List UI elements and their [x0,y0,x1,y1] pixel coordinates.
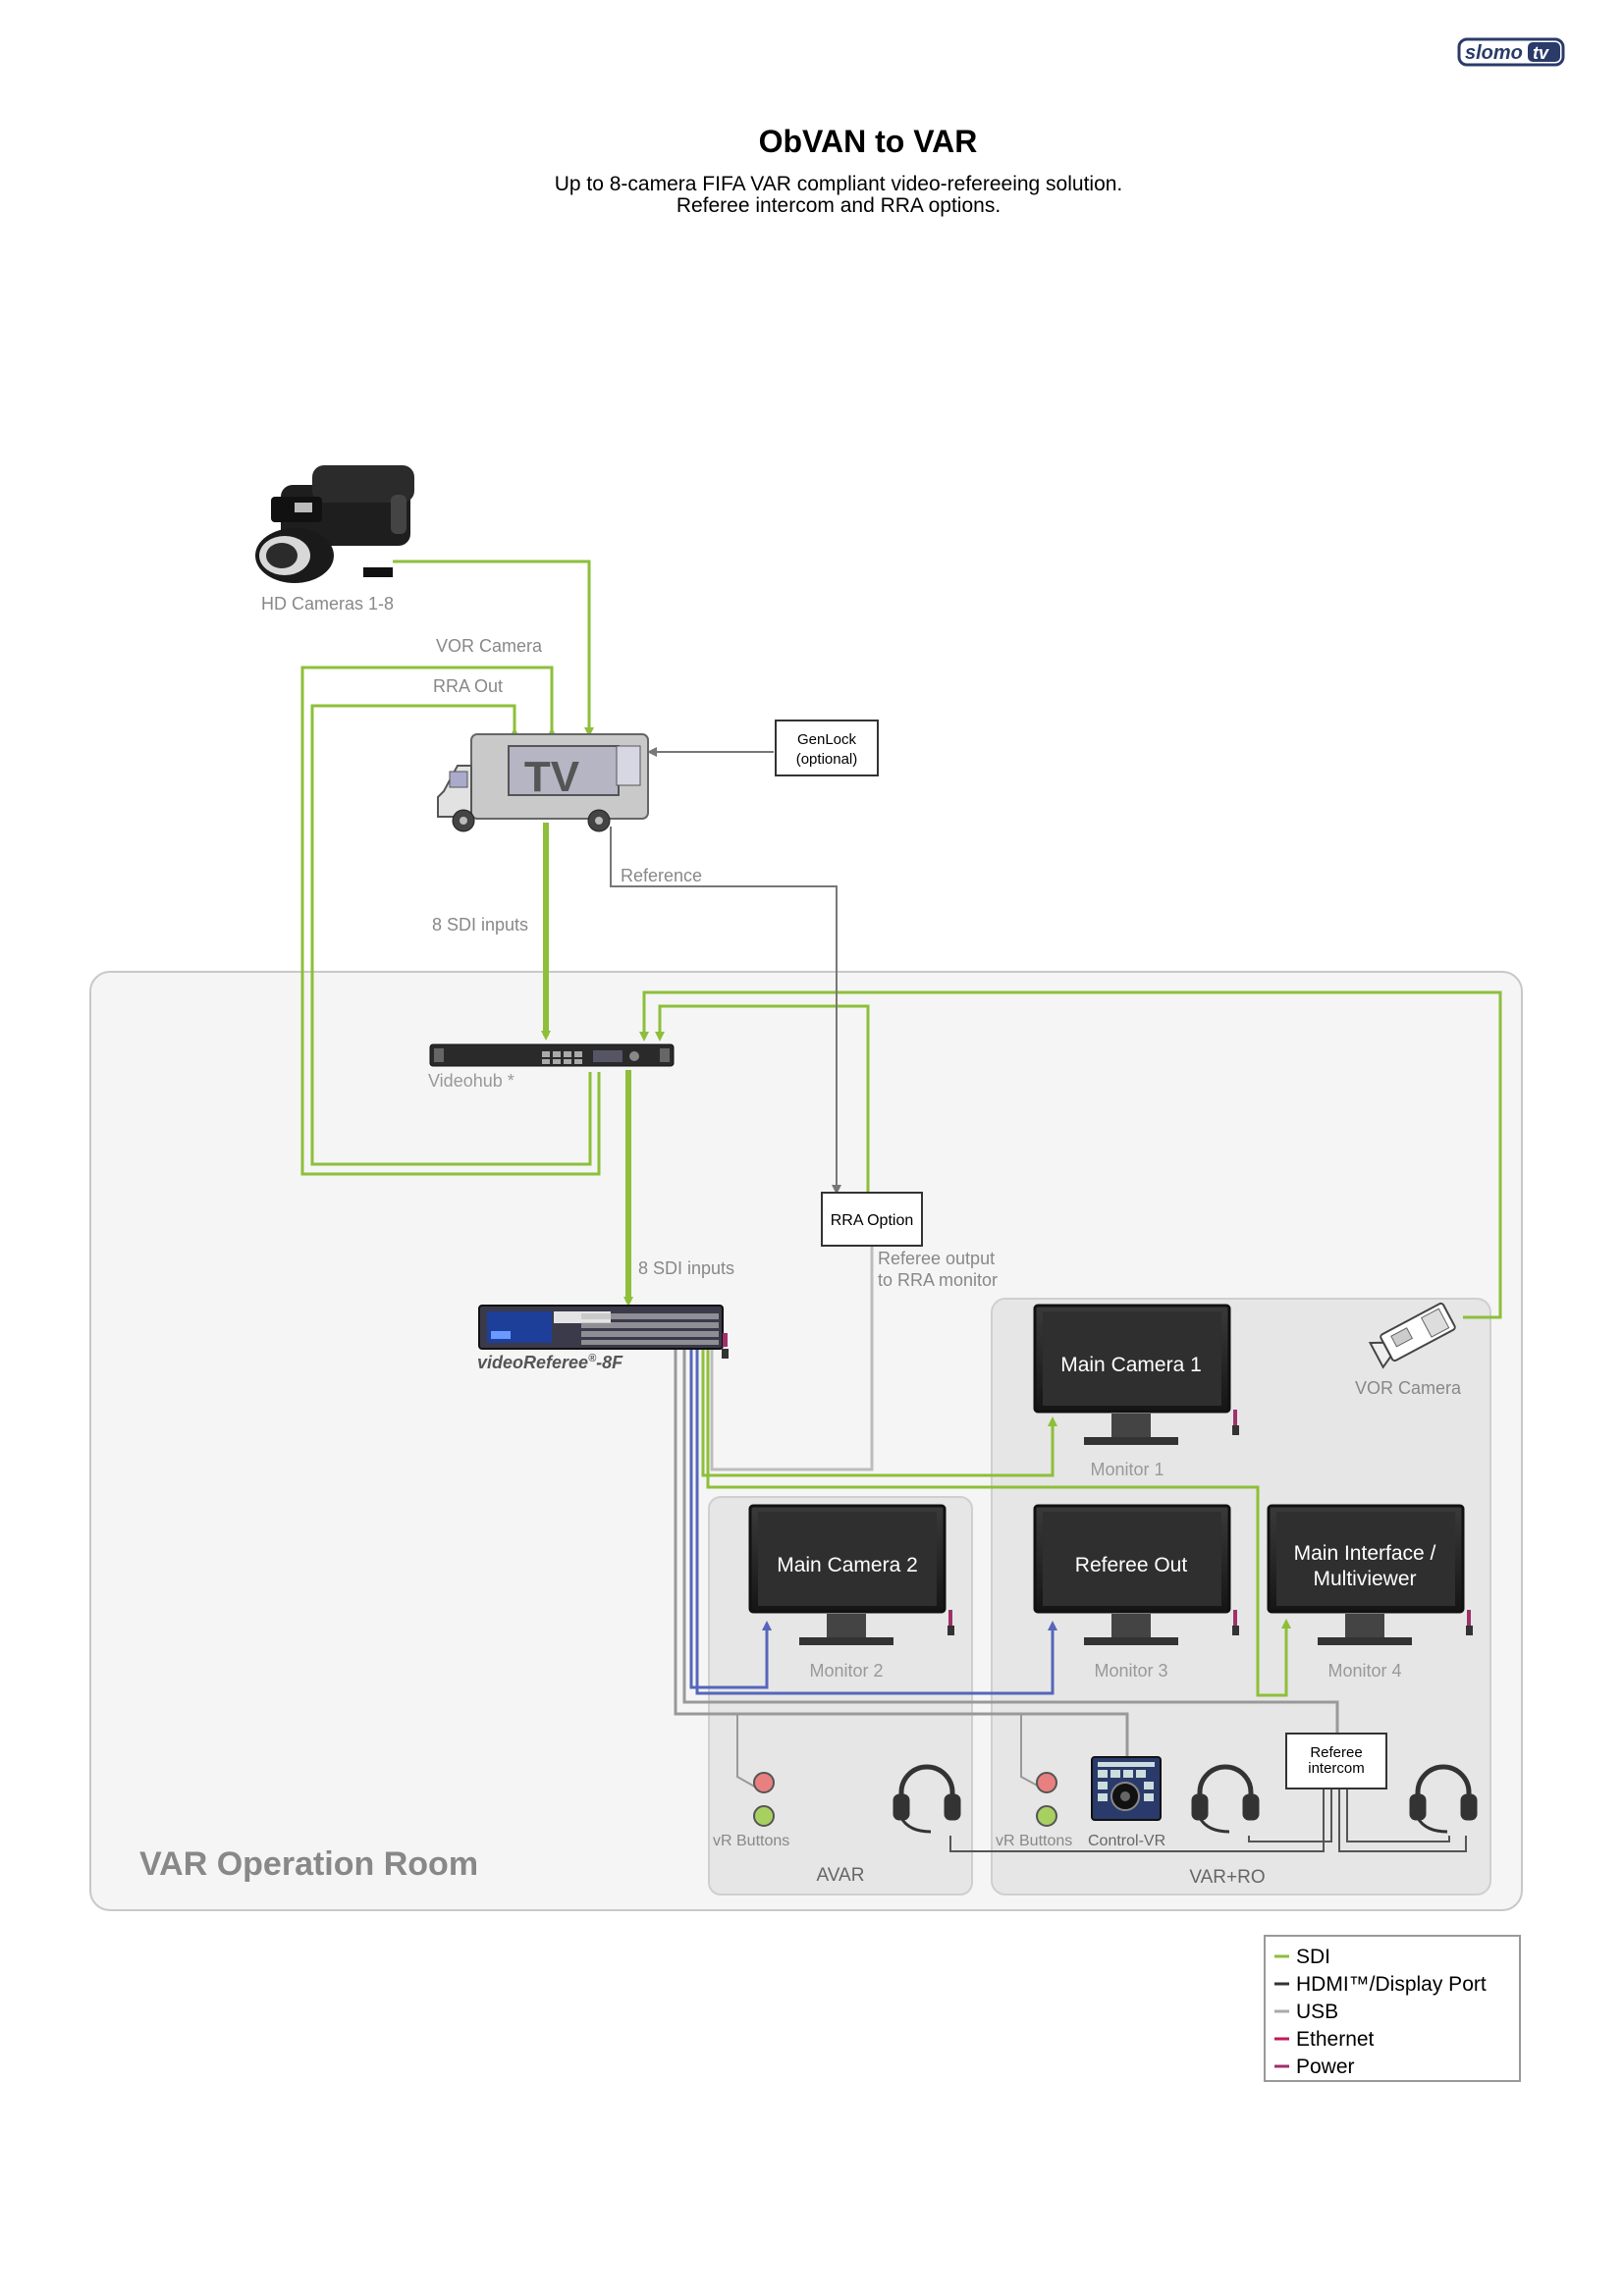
svg-text:TV: TV [524,753,580,801]
legend-item-label-2: USB [1296,2001,1338,2023]
referee-output-label-1: Referee output [878,1249,995,1268]
monitor-3-caption: Monitor 3 [1094,1661,1167,1681]
videohub-router [429,1043,675,1067]
headset-icon [893,1764,961,1834]
genlock-label: GenLock [797,731,857,748]
monitor-2: Main Camera 2 [748,1504,954,1645]
var-ro-label: VAR+RO [1189,1867,1265,1888]
monitor-4-caption: Monitor 4 [1327,1661,1401,1681]
monitor-4-screen-text-2: Multiviewer [1313,1568,1416,1590]
legend-item-label-3: Ethernet [1296,2028,1375,2051]
genlock-box: GenLock (optional) [775,720,879,776]
control-vr-label: Control-VR [1088,1833,1165,1849]
slomo-tv-logo: slomo tv [1457,37,1565,67]
vr-buttons-var [1036,1772,1057,1827]
referee-intercom-label-2: intercom [1308,1760,1365,1777]
monitor-4-screen-text-1: Main Interface / [1294,1542,1436,1565]
logo-text: slomo [1465,42,1523,64]
camera-icon [255,465,414,583]
legend-item-label-4: Power [1296,2056,1355,2078]
monitor-1-screen-text: Main Camera 1 [1060,1354,1202,1376]
monitor-2-caption: Monitor 2 [809,1661,883,1681]
reference-label: Reference [621,866,702,885]
logo-text-tv: tv [1533,43,1549,63]
referee-intercom-label-1: Referee [1310,1744,1362,1761]
video-referee-label: videoReferee®-8F [477,1353,623,1372]
monitor-3-screen-text: Referee Out [1075,1554,1188,1576]
avar-label: AVAR [817,1865,865,1886]
ob-van-truck-icon: TV [437,733,649,832]
monitor-4: Main Interface / Multiviewer [1267,1504,1473,1645]
headset-icon [1409,1764,1478,1834]
legend-item-label-1: HDMI™/Display Port [1296,1973,1487,1996]
vor-camera-label-top: VOR Camera [436,636,543,656]
sdi-inputs-label-1: 8 SDI inputs [432,915,528,934]
var-operation-room-label: VAR Operation Room [139,1845,478,1883]
sdi-inputs-label-2: 8 SDI inputs [638,1258,734,1278]
vor-camera-icon [1368,1302,1456,1369]
referee-output-label-2: to RRA monitor [878,1270,998,1290]
vr-buttons-avar [753,1772,775,1827]
rra-option-label: RRA Option [831,1212,913,1229]
control-vr-device [1091,1756,1162,1821]
monitor-2-screen-text: Main Camera 2 [777,1554,918,1576]
page-title: ObVAN to VAR [759,124,978,159]
headset-icon [1191,1764,1260,1834]
vor-camera-room-label: VOR Camera [1355,1378,1462,1398]
monitor-1-caption: Monitor 1 [1090,1460,1164,1479]
drive-bays [581,1313,719,1345]
videohub-label: Videohub * [428,1071,514,1091]
monitor-1: Main Camera 1 [1033,1304,1239,1445]
genlock-optional-label: (optional) [796,751,858,768]
page-subtitle-1: Up to 8-camera FIFA VAR compliant video-… [555,173,1123,195]
rra-option-box: RRA Option [821,1192,923,1247]
legend-item-label-0: SDI [1296,1946,1330,1968]
hd-cameras-label: HD Cameras 1-8 [261,594,394,614]
monitor-3: Referee Out [1033,1504,1239,1645]
vr-buttons-avar-label: vR Buttons [713,1833,789,1849]
video-referee-server [478,1305,729,1359]
connections [300,560,1502,1852]
page-subtitle-2: Referee intercom and RRA options. [677,194,1001,217]
referee-intercom-box: Referee intercom [1285,1733,1387,1789]
rra-out-label: RRA Out [433,676,503,696]
vr-buttons-var-label: vR Buttons [996,1833,1072,1849]
